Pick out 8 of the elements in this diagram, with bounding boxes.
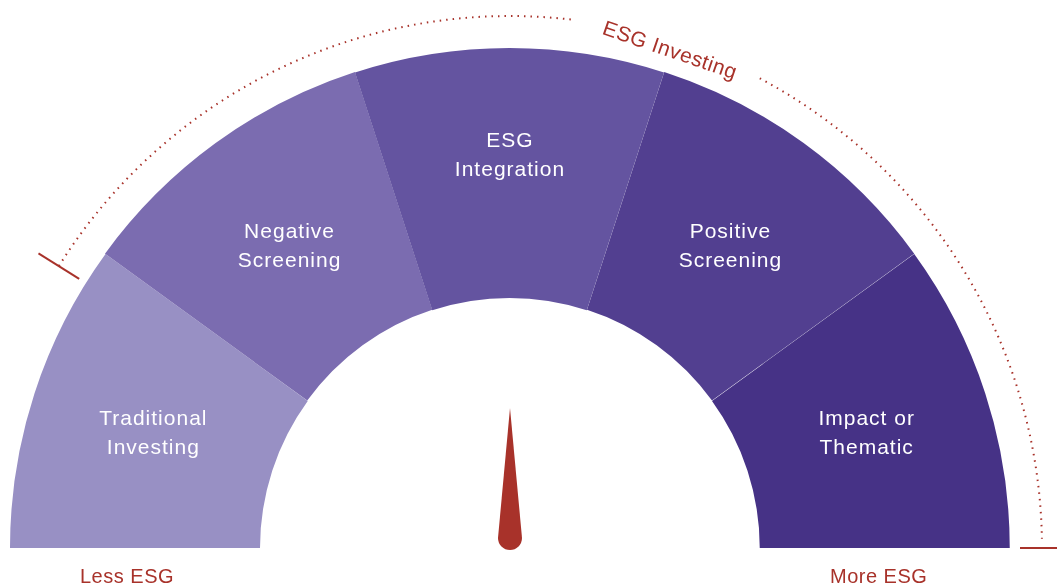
- segment-label: Traditional Investing: [98, 405, 209, 461]
- scale-end-label: More ESG: [830, 565, 928, 585]
- segment-label: Positive Screening: [677, 217, 784, 273]
- scale-end-label: Less ESG: [80, 565, 175, 585]
- segment-label: ESG Integration: [453, 127, 567, 182]
- segment-label: Negative Screening: [236, 217, 343, 273]
- gauge-segment: [105, 72, 433, 402]
- segment-label: Impact or Thematic: [817, 405, 916, 461]
